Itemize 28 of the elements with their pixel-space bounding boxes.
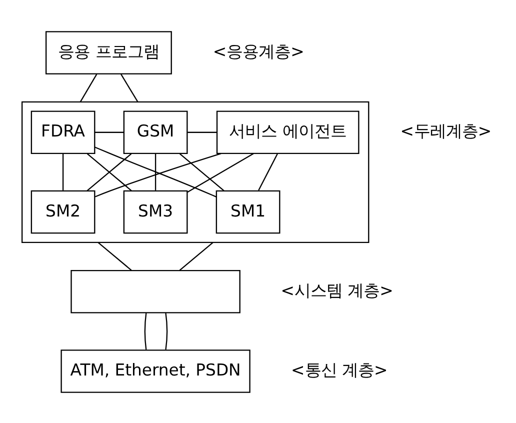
connector xyxy=(120,73,138,102)
connector xyxy=(258,153,278,190)
connector xyxy=(154,153,156,190)
connector xyxy=(86,152,132,191)
cluster xyxy=(21,100,370,243)
connector xyxy=(187,152,254,192)
connector xyxy=(62,153,64,190)
connector xyxy=(188,131,217,132)
connector xyxy=(144,312,147,350)
node-box: ATM, Ethernet, PSDN xyxy=(60,349,250,392)
node-box: SM2 xyxy=(30,190,96,234)
node-box: SM3 xyxy=(123,190,188,234)
connector xyxy=(80,73,98,102)
node-label: <시스템 계층> xyxy=(280,280,394,300)
node-box xyxy=(70,269,240,313)
connector xyxy=(98,242,132,270)
node-box: SM1 xyxy=(216,190,280,234)
node-box: GSM xyxy=(123,110,188,154)
node-box: FDRA xyxy=(30,110,96,154)
node-box: 응용 프로그램 xyxy=(45,30,172,74)
connector xyxy=(179,242,214,270)
connector xyxy=(94,131,124,132)
node-label: <응용계층> xyxy=(212,42,304,61)
connector xyxy=(165,312,168,350)
node-label: <두레계층> xyxy=(400,121,492,140)
connector xyxy=(179,152,224,191)
node-label: <통신 계층> xyxy=(291,360,388,380)
node-box: 서비스 에이전트 xyxy=(216,110,360,154)
